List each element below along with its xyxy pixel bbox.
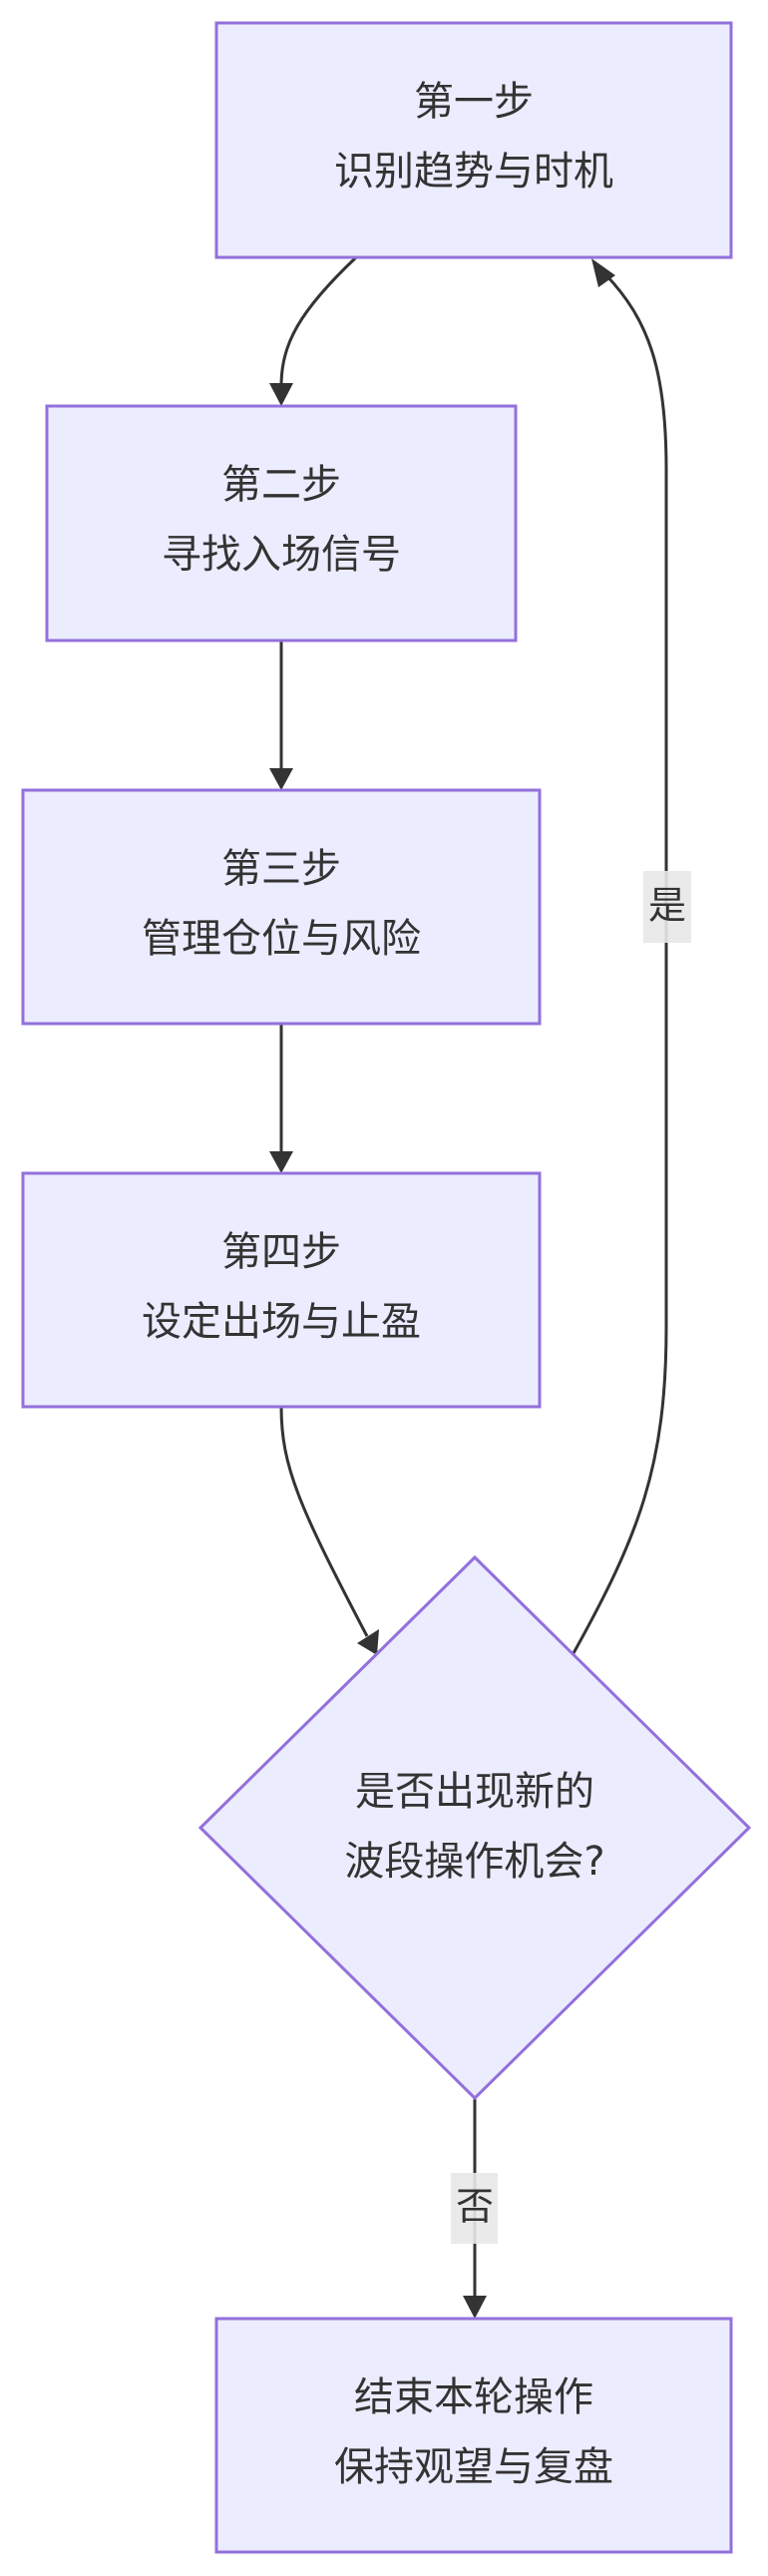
- node-decision-line2: 波段操作机会?: [344, 1839, 604, 1885]
- edges: [269, 255, 668, 2319]
- edge-label-no: 否: [451, 2173, 498, 2244]
- node-step4-desc: 设定出场与止盈: [142, 1299, 421, 1345]
- node-step3-desc: 管理仓位与风险: [142, 916, 421, 962]
- node-end-box[interactable]: [214, 2317, 733, 2554]
- node-step3-title: 第三步: [221, 846, 341, 892]
- node-step3-box[interactable]: [21, 788, 542, 1026]
- node-decision-line1: 是否出现新的: [355, 1769, 594, 1815]
- node-step3[interactable]: 第三步 管理仓位与风险: [21, 788, 542, 1026]
- node-step4-title: 第四步: [221, 1229, 341, 1275]
- node-step1[interactable]: 第一步 识别趋势与时机: [214, 21, 733, 259]
- arrowhead-decision: [357, 1629, 379, 1655]
- node-step4-box[interactable]: [21, 1171, 542, 1409]
- edge-label-yes-bg: [643, 871, 691, 943]
- node-end-line1: 结束本轮操作: [354, 2374, 593, 2420]
- node-step1-title: 第一步: [414, 79, 534, 125]
- edge-label-yes-text: 是: [648, 884, 686, 928]
- node-end-line2: 保持观望与复盘: [334, 2444, 613, 2490]
- node-step4[interactable]: 第四步 设定出场与止盈: [21, 1171, 542, 1409]
- arrowhead-step2: [269, 383, 293, 406]
- edge-step4-to-decision: [279, 1406, 369, 1637]
- node-end[interactable]: 结束本轮操作 保持观望与复盘: [214, 2317, 733, 2554]
- node-step2-box[interactable]: [45, 404, 518, 643]
- node-step1-box[interactable]: [214, 21, 733, 259]
- node-decision[interactable]: 是否出现新的 波段操作机会?: [197, 1554, 752, 2101]
- node-step1-desc: 识别趋势与时机: [334, 149, 613, 195]
- node-step2[interactable]: 第二步 寻找入场信号: [45, 404, 518, 643]
- arrowhead-step4: [269, 1151, 293, 1173]
- edge-step1-to-step2: [279, 255, 358, 387]
- node-decision-diamond[interactable]: [197, 1554, 752, 2101]
- arrowhead-step3: [269, 768, 293, 790]
- edge-decision-to-step1: [572, 272, 668, 1654]
- edge-label-no-bg: [451, 2173, 498, 2244]
- edge-label-yes: 是: [643, 871, 691, 943]
- node-step2-title: 第二步: [221, 462, 341, 508]
- edge-label-no-text: 否: [456, 2185, 494, 2229]
- node-step2-desc: 寻找入场信号: [162, 532, 401, 578]
- arrowhead-step1: [591, 258, 615, 287]
- arrowhead-end: [463, 2296, 487, 2319]
